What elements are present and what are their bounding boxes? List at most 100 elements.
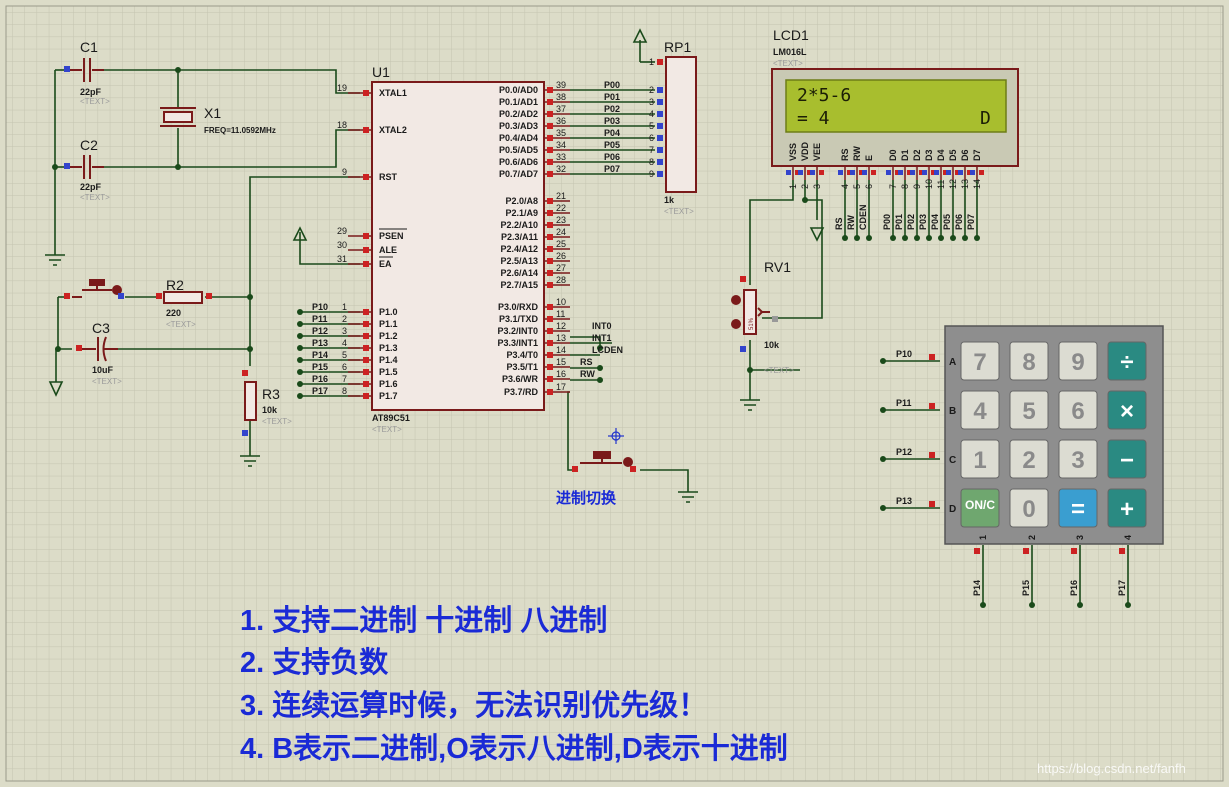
u1-pin-name: ALE bbox=[379, 245, 397, 255]
rv1-dial: 51% bbox=[749, 317, 755, 330]
u1-pin-name: P1.4 bbox=[379, 355, 398, 365]
net-label: INT0 bbox=[592, 321, 612, 331]
rp1-pin-marker bbox=[657, 99, 663, 105]
key-8[interactable]: 8 bbox=[1009, 341, 1049, 381]
net-label: P13 bbox=[312, 338, 328, 348]
net-label: RW bbox=[580, 369, 595, 379]
mode-switch-button[interactable] bbox=[572, 451, 636, 472]
capacitor-c2[interactable] bbox=[64, 155, 104, 179]
r2-value: 220 bbox=[166, 308, 181, 318]
net-label: LCDEN bbox=[592, 345, 623, 355]
potentiometer-rv1[interactable] bbox=[731, 276, 778, 352]
resistor-r2[interactable] bbox=[156, 291, 212, 304]
key-5[interactable]: 5 bbox=[1009, 390, 1049, 430]
crystal-x1[interactable] bbox=[160, 107, 196, 127]
u1-pin-marker bbox=[547, 364, 553, 370]
lcd-pin-marker bbox=[786, 170, 791, 175]
key-2[interactable]: 2 bbox=[1009, 439, 1049, 479]
lcd-pin-marker bbox=[847, 170, 852, 175]
key-cap bbox=[1058, 390, 1098, 430]
c1-placeholder: <TEXT> bbox=[80, 97, 110, 106]
u1-pin-number: 29 bbox=[337, 226, 347, 236]
lcd-pin-number: 6 bbox=[864, 184, 874, 189]
key-ON/C[interactable]: ON/C bbox=[960, 488, 1000, 528]
lcd-pin-marker bbox=[795, 170, 800, 175]
key-0[interactable]: 0 bbox=[1009, 488, 1049, 528]
u1-pin-marker bbox=[547, 222, 553, 228]
c2-value: 22pF bbox=[80, 182, 102, 192]
net-label: P15 bbox=[312, 362, 328, 372]
lcd-lm016l[interactable]: VSS1VDD2VEE3RS4RW5E6D07D18D29D310D411D51… bbox=[771, 68, 1019, 230]
rv1-value: 10k bbox=[764, 340, 780, 350]
keypad-row-letter: B bbox=[949, 406, 956, 417]
u1-pin-marker bbox=[547, 246, 553, 252]
key-cap bbox=[960, 488, 1000, 528]
u1-pin-marker bbox=[547, 159, 553, 165]
net-label: P10 bbox=[312, 302, 328, 312]
switch-label: 进制切换 bbox=[556, 489, 617, 507]
capacitor-c1[interactable] bbox=[64, 58, 104, 82]
key-4[interactable]: 4 bbox=[960, 390, 1000, 430]
u1-pin-marker bbox=[363, 233, 369, 239]
key-label: 9 bbox=[1071, 349, 1084, 376]
net-label: P06 bbox=[604, 152, 620, 162]
x1-value: FREQ=11.0592MHz bbox=[204, 126, 276, 135]
u1-pin-marker bbox=[363, 127, 369, 133]
u1-pin-marker bbox=[547, 340, 553, 346]
lcd-pin-marker bbox=[798, 170, 803, 175]
c2-placeholder: <TEXT> bbox=[80, 193, 110, 202]
u1-pin-name: P3.4/T0 bbox=[506, 350, 538, 360]
lcd-mode: D bbox=[980, 108, 991, 129]
lcd-pin-number: 12 bbox=[948, 179, 958, 189]
resistor-r3[interactable] bbox=[242, 370, 257, 436]
key-label: 0 bbox=[1022, 496, 1035, 523]
u1-pin-name: P2.6/A14 bbox=[500, 268, 538, 278]
c3-placeholder: <TEXT> bbox=[92, 377, 122, 386]
keypad-pin-marker bbox=[929, 452, 935, 458]
key-1[interactable]: 1 bbox=[960, 439, 1000, 479]
lcd-pin-name: VEE bbox=[812, 143, 822, 161]
net-label: P10 bbox=[896, 349, 912, 359]
u1-pin-number: 15 bbox=[556, 357, 566, 367]
u1-pin-number: 25 bbox=[556, 239, 566, 249]
lcd-pin-name: VSS bbox=[788, 143, 798, 161]
key-=[interactable]: = bbox=[1058, 488, 1098, 528]
net-label: P01 bbox=[894, 214, 904, 230]
rp1-pin-number: 1 bbox=[649, 57, 654, 67]
lcd-pin-name: D4 bbox=[936, 149, 946, 161]
u1-pin-number: 27 bbox=[556, 263, 566, 273]
u1-pin-marker bbox=[363, 369, 369, 375]
key-−[interactable]: − bbox=[1107, 439, 1147, 479]
keypad-pin-marker bbox=[1119, 548, 1125, 554]
key-label: 7 bbox=[973, 349, 986, 376]
u1-pin-name: P3.3/INT1 bbox=[497, 338, 538, 348]
key-7[interactable]: 7 bbox=[960, 341, 1000, 381]
u1-pin-name: P1.3 bbox=[379, 343, 398, 353]
u1-pin-marker bbox=[363, 247, 369, 253]
reset-button[interactable] bbox=[64, 279, 124, 299]
key-6[interactable]: 6 bbox=[1058, 390, 1098, 430]
rp1-pin-number: 9 bbox=[649, 169, 654, 179]
key-+[interactable]: + bbox=[1107, 488, 1147, 528]
lcd-pin-number: 9 bbox=[912, 184, 922, 189]
keypad-col-number: 2 bbox=[1027, 535, 1037, 540]
net-label: P17 bbox=[1117, 580, 1127, 596]
u1-pin-number: 33 bbox=[556, 152, 566, 162]
watermark: https://blog.csdn.net/fanfh bbox=[1037, 761, 1186, 776]
capacitor-c3[interactable] bbox=[76, 336, 118, 362]
key-cap bbox=[1107, 341, 1147, 381]
key-9[interactable]: 9 bbox=[1058, 341, 1098, 381]
net-label: P00 bbox=[882, 214, 892, 230]
u1-pin-number: 2 bbox=[342, 314, 347, 324]
u1-pin-number: 11 bbox=[556, 309, 565, 319]
u1-pin-number: 19 bbox=[337, 83, 347, 93]
key-÷[interactable]: ÷ bbox=[1107, 341, 1147, 381]
net-label: P01 bbox=[604, 92, 620, 102]
lcd-pin-name: E bbox=[864, 155, 874, 161]
lcd-pin-number: 2 bbox=[800, 184, 810, 189]
key-×[interactable]: × bbox=[1107, 390, 1147, 430]
key-3[interactable]: 3 bbox=[1058, 439, 1098, 479]
